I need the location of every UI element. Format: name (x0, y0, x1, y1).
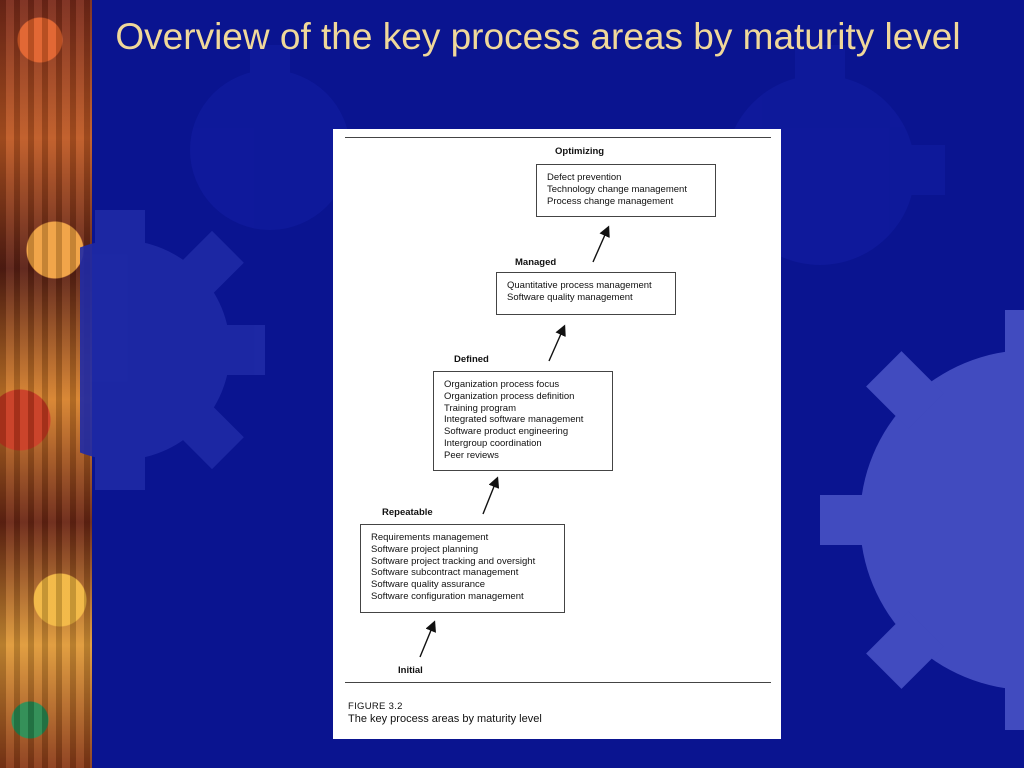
process-area: Organization process definition (444, 390, 575, 402)
process-area: Training program (444, 402, 516, 414)
level-arrows (419, 225, 610, 658)
arrow-icon (419, 620, 436, 658)
decorative-left-strip (0, 0, 92, 768)
process-area: Software configuration management (371, 590, 524, 602)
figure-caption-text: The key process areas by maturity level (348, 713, 542, 725)
level-label-defined: Defined (454, 354, 489, 365)
process-area: Defect prevention (547, 172, 622, 183)
process-area: Organization process focus (444, 379, 560, 390)
gear-icon (80, 210, 265, 490)
level-box-managed: Quantitative process management Software… (496, 272, 676, 315)
level-box-defined: Organization process focus Organization … (433, 371, 613, 471)
process-area: Requirements management (371, 532, 489, 543)
gear-icon (820, 310, 1024, 730)
slide-title: Overview of the key process areas by mat… (115, 16, 961, 57)
process-area: Software quality management (507, 291, 633, 303)
process-area: Integrated software management (444, 414, 584, 426)
level-box-repeatable: Requirements management Software project… (360, 524, 565, 613)
process-area: Software quality assurance (371, 579, 486, 591)
arrow-icon (548, 324, 566, 362)
process-area: Quantitative process management (507, 280, 652, 291)
level-box-optimizing: Defect prevention Technology change mana… (536, 164, 716, 217)
arrow-icon (482, 476, 500, 515)
figure-maturity-levels: Optimizing Defect prevention Technology … (333, 129, 781, 739)
process-area: Intergroup coordination (444, 437, 542, 449)
level-label-initial: Initial (398, 665, 423, 676)
level-label-managed: Managed (515, 257, 557, 268)
level-label-optimizing: Optimizing (555, 146, 605, 157)
figure-caption-label: FIGURE 3.2 (348, 701, 403, 712)
process-area: Process change management (547, 195, 674, 207)
process-area: Software product engineering (444, 426, 569, 438)
process-area: Software project planning (371, 543, 479, 555)
arrow-icon (592, 225, 610, 263)
process-area: Software subcontract management (371, 567, 519, 579)
figure-top-rule (345, 137, 771, 138)
level-label-repeatable: Repeatable (382, 507, 433, 518)
figure-bottom-rule (345, 682, 771, 683)
process-area: Technology change management (547, 183, 687, 195)
process-area: Software project tracking and oversight (371, 555, 536, 567)
process-area: Peer reviews (444, 449, 499, 461)
